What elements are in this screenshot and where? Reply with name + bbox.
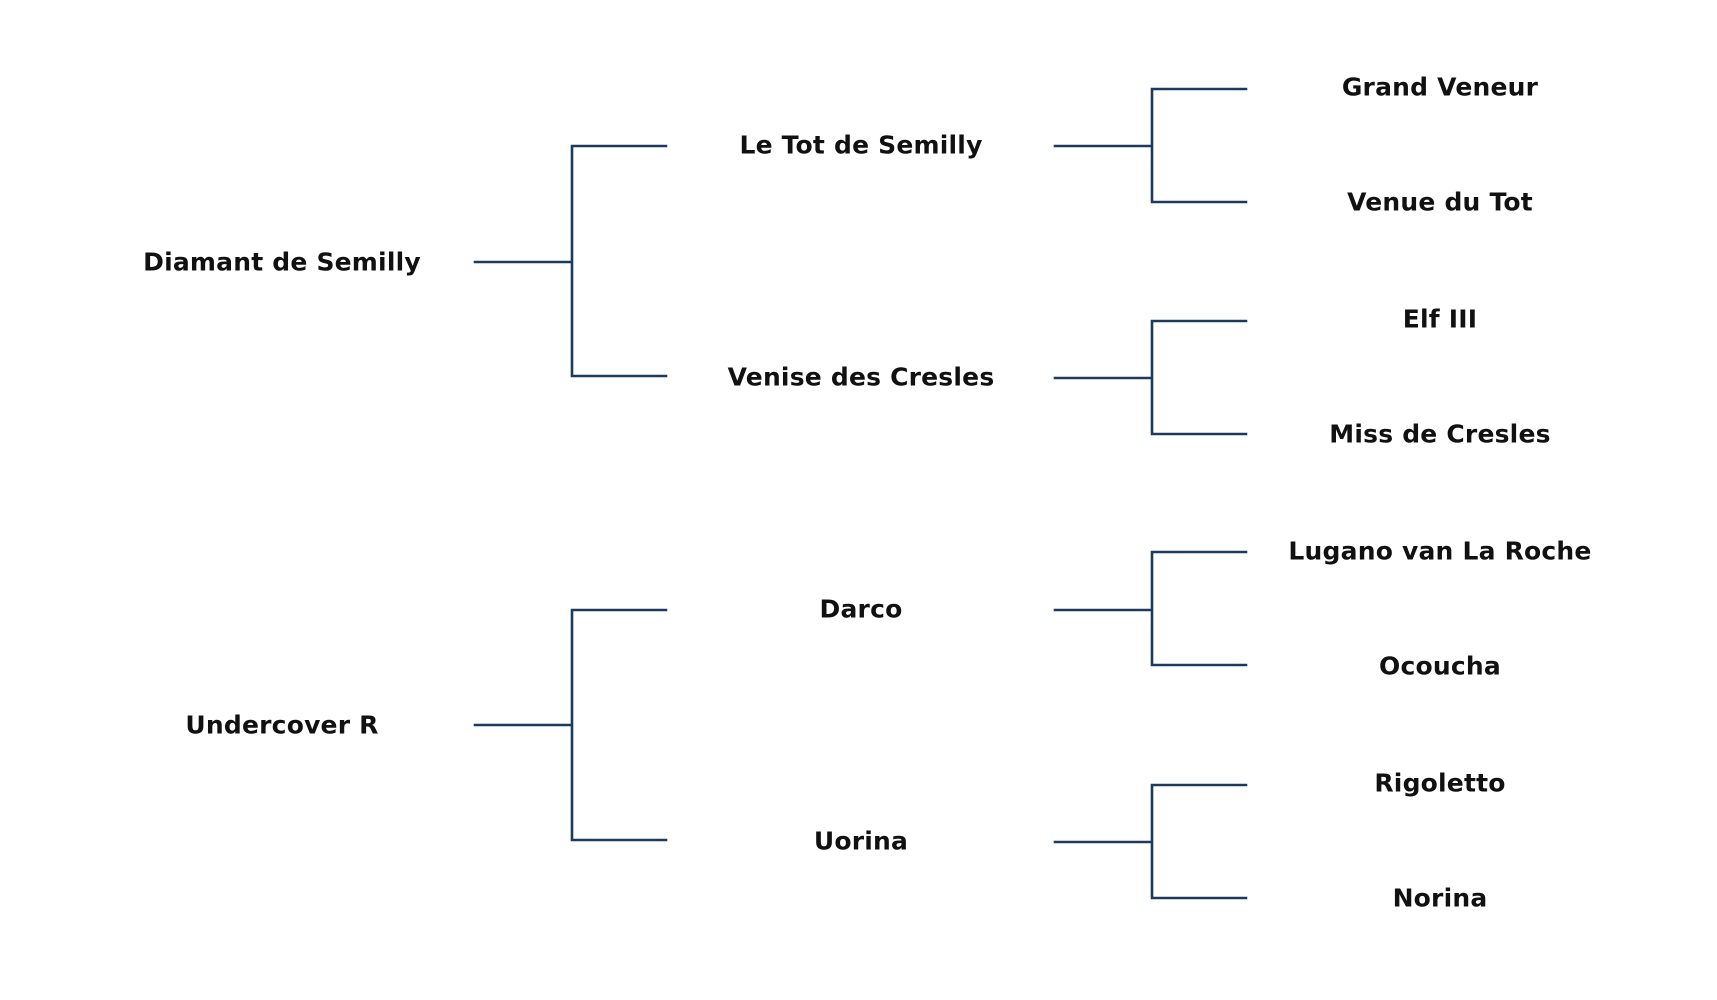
dam-dam-name: Uorina <box>813 826 909 856</box>
ancestor-name: Rigoletto <box>1374 768 1506 798</box>
ancestor-name: Elf III <box>1402 304 1478 334</box>
sire-sire-name: Le Tot de Semilly <box>739 130 983 160</box>
connector-diamant-de-semilly <box>473 144 668 378</box>
sire-name: Diamant de Semilly <box>143 247 421 277</box>
ancestor-name: Miss de Cresles <box>1329 419 1551 449</box>
dam-name: Undercover R <box>185 710 379 740</box>
ancestor-name: Venue du Tot <box>1347 187 1533 217</box>
ancestor-name: Lugano van La Roche <box>1288 536 1592 566</box>
sire-dam-name: Venise des Cresles <box>727 362 995 392</box>
ancestor-name: Ocoucha <box>1379 651 1501 681</box>
connector-uorina <box>1053 783 1248 900</box>
ancestor-name: Norina <box>1392 883 1488 913</box>
ancestor-name: Grand Veneur <box>1341 72 1539 102</box>
connector-venise-des-cresles <box>1053 319 1248 436</box>
dam-sire-name: Darco <box>819 594 903 624</box>
connector-undercover-r <box>473 608 668 842</box>
connector-le-tot-de-semilly <box>1053 87 1248 204</box>
connector-darco <box>1053 550 1248 667</box>
